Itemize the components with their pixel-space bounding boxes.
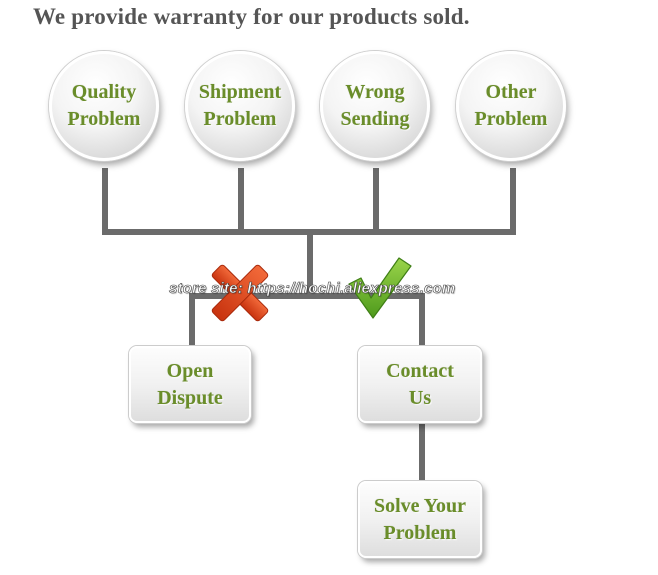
shipment-problem-label: Shipment Problem	[198, 81, 282, 130]
contact-us-box: Contact Us	[358, 346, 482, 423]
connector-horizontal-split	[189, 293, 425, 299]
quality-problem-circle: Quality Problem	[49, 51, 159, 161]
open-dispute-box: Open Dispute	[129, 346, 251, 423]
open-dispute-label: Open Dispute	[157, 359, 223, 409]
other-problem-circle: Other Problem	[456, 51, 566, 161]
other-problem-label: Other Problem	[474, 81, 548, 130]
contact-us-label: Contact Us	[386, 359, 454, 409]
quality-problem-label: Quality Problem	[67, 81, 141, 130]
solve-problem-label: Solve Your Problem	[373, 494, 467, 544]
connector-other	[510, 168, 516, 235]
connector-quality	[102, 168, 108, 235]
connector-to-contact	[419, 293, 425, 348]
cross-icon	[211, 264, 269, 322]
store-watermark: store site: https://hochi.aliexpress.com	[169, 280, 456, 298]
wrong-sending-label: Wrong Sending	[340, 81, 410, 130]
page-title: We provide warranty for our products sol…	[33, 4, 470, 29]
check-icon	[348, 257, 412, 319]
shipment-problem-circle: Shipment Problem	[185, 51, 295, 161]
connector-center-vertical	[307, 229, 313, 299]
connector-to-dispute	[189, 293, 195, 348]
connector-to-solve	[419, 422, 425, 482]
connector-wrong	[373, 168, 379, 235]
wrong-sending-circle: Wrong Sending	[320, 51, 430, 161]
connector-shipment	[238, 168, 244, 235]
solve-problem-box: Solve Your Problem	[358, 481, 482, 558]
